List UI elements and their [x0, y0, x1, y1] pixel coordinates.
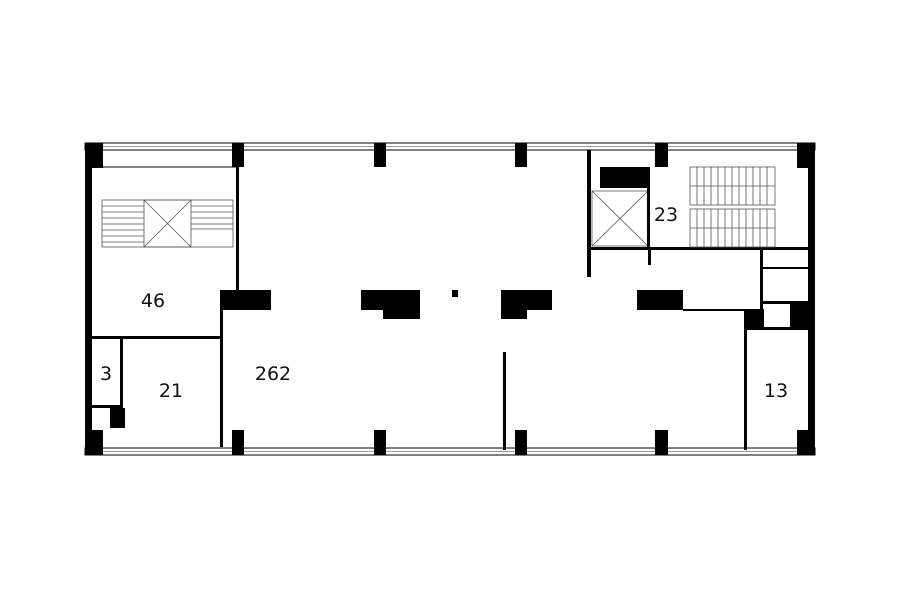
window-band-top — [84, 142, 816, 151]
stair-icon-right — [689, 166, 776, 248]
room-area-label: 262 — [255, 363, 291, 385]
stair-icon — [101, 199, 234, 248]
room-area-label: 23 — [654, 204, 678, 226]
room-area-label: 13 — [764, 380, 788, 402]
right-core — [587, 150, 808, 450]
wall-right — [808, 143, 815, 455]
room-area-label: 3 — [100, 363, 112, 385]
elevator-icon — [591, 190, 649, 247]
left-core — [92, 166, 271, 447]
room-area-label: 21 — [159, 380, 183, 402]
wall-left — [85, 143, 92, 455]
room-area-label: 46 — [141, 290, 165, 312]
window-band-bottom — [84, 447, 816, 456]
columns — [85, 143, 815, 455]
central-cores — [361, 290, 683, 450]
